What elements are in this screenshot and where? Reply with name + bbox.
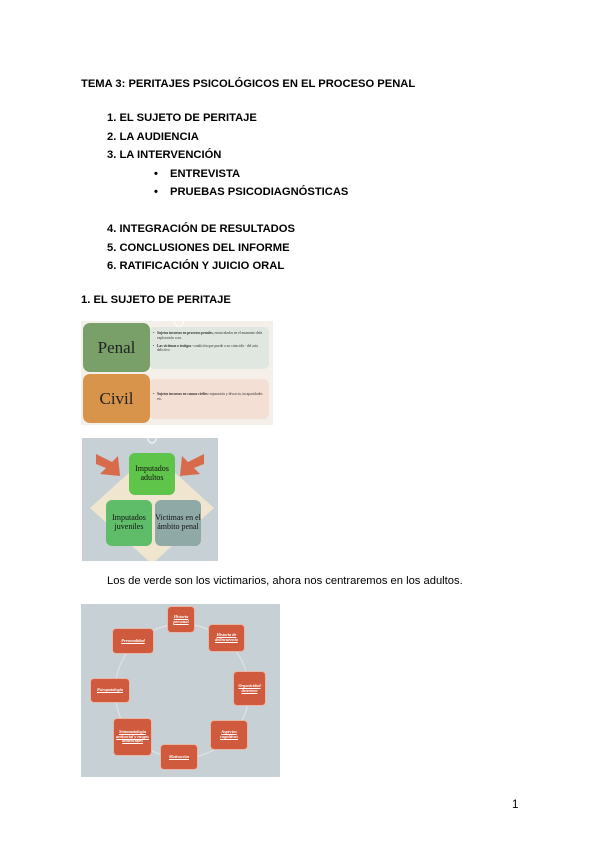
toc-subitem-label: PRUEBAS PSICODIAGNÓSTICAS [170,186,349,199]
connector-circle-icon [174,321,184,327]
civil-bullet: Sujetos incursos en causas civiles: sepa… [153,392,265,402]
figure-penal-civil: Sujetos incursos en procesos penales, en… [81,321,273,425]
toc-item: 4. INTEGRACIÓN DE RESULTADOS [107,222,295,235]
figure-evaluation-areas: Historia personal Historia de delincuenc… [81,604,280,777]
document-title: TEMA 3: PERITAJES PSICOLÓGICOS EN EL PRO… [81,78,416,90]
node-psicopatologia: Psicopatología [90,678,130,703]
spacer [107,202,348,220]
toc-subitem: • PRUEBAS PSICODIAGNÓSTICAS [107,183,348,202]
penal-label: Penal [97,337,136,357]
node-historia-personal: Historia personal [167,606,195,633]
victimas-label: Victimas en el ámbito penal [155,513,201,531]
imputados-adultos-label: Imputados adultos [135,464,169,482]
toc-subitem-label: ENTREVISTA [170,167,241,180]
toc-item: 6. RATIFICACIÓN Y JUICIO ORAL [107,260,285,273]
imputados-juveniles-box: Imputados juveniles [106,500,152,546]
penal-box: Penal [83,323,150,372]
penal-card: Sujetos incursos en procesos penales, en… [149,327,269,369]
section-heading: 1. EL SUJETO DE PERITAJE [81,294,231,306]
toc-item: 1. EL SUJETO DE PERITAJE [107,112,257,124]
civil-label: Civil [99,388,134,408]
node-aspectos-cognitivos: Aspectos cognitivos [210,720,248,750]
civil-box: Civil [83,374,150,423]
imputados-juveniles-label: Imputados juveniles [112,513,146,531]
imputados-adultos-box: Imputados adultos [129,453,175,495]
victimas-box: Victimas en el ámbito penal [155,500,201,546]
penal-bullet: Las víctimas o testigos -condición que p… [153,344,265,354]
toc-item: 3. LA INTERVENCIÓN [107,149,222,162]
arrow-left-icon [96,454,120,476]
bullet-icon: • [154,186,158,199]
civil-card: Sujetos incursos en causas civiles: sepa… [149,379,269,419]
node-historia-delincuencia: Historia de delincuencia [208,624,245,652]
node-sintomatologia: Sintomatología antisocial y rasgos antis… [113,718,152,756]
toc-subitem: • ENTREVISTA [107,165,348,184]
node-motivacion: Motivación [160,744,198,770]
arrow-right-icon [180,454,204,476]
node-organicidad: Organicidad deterioro [233,671,266,706]
toc-item: 5. CONCLUSIONES DEL INFORME [107,241,290,254]
node-personalidad: Personalidad [112,628,154,654]
bullet-icon: • [154,167,158,180]
table-of-contents: 1. EL SUJETO DE PERITAJE 2. LA AUDIENCIA… [107,109,348,276]
connector-circle-icon [147,438,157,444]
body-paragraph: Los de verde son los victimarios, ahora … [107,575,463,587]
toc-item: 2. LA AUDIENCIA [107,130,199,143]
page-number: 1 [512,799,519,811]
figure-imputados: Imputados adultos Imputados juveniles Vi… [82,438,218,561]
penal-bullet: Sujetos incursos en procesos penales, en… [153,331,265,341]
